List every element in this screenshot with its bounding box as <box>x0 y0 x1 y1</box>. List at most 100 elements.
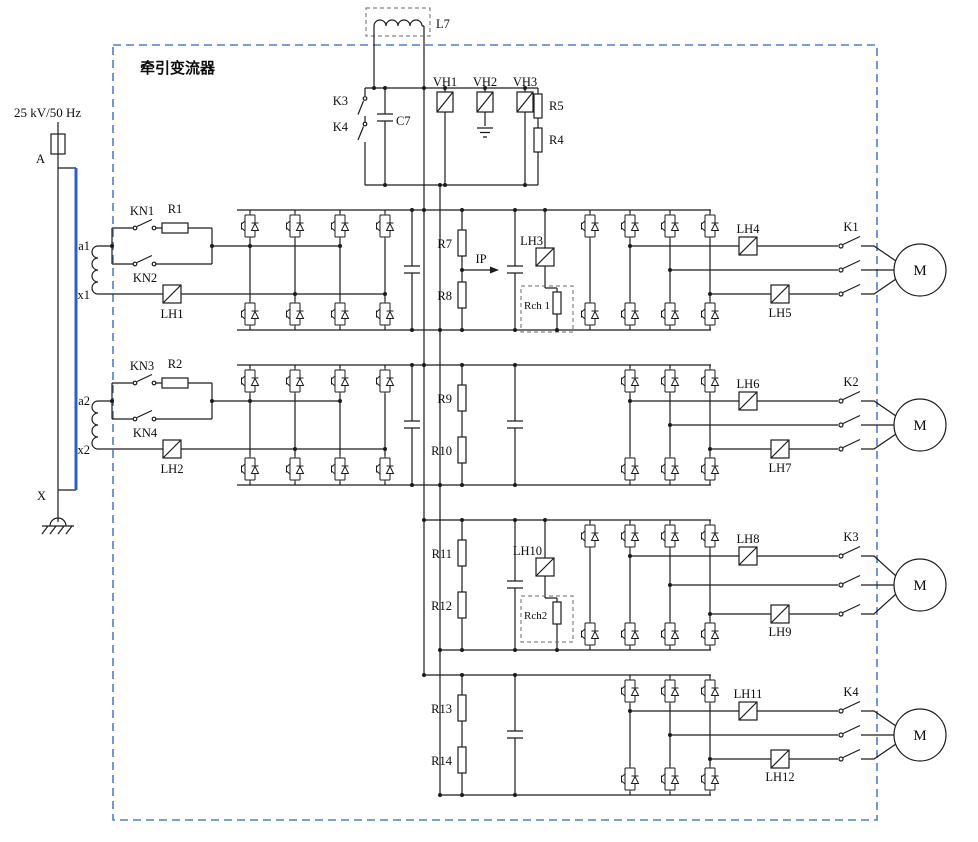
igbt-diode-icon <box>621 212 639 240</box>
label-r10: R10 <box>431 444 452 458</box>
junction-dot <box>293 447 297 451</box>
igbt-diode-icon <box>331 367 349 395</box>
junction-dot <box>443 86 447 90</box>
drive3-phase-lines <box>630 555 838 615</box>
junction-dot <box>555 328 559 332</box>
motor-1-icon <box>893 243 947 297</box>
label-motor-1: M <box>913 263 926 279</box>
igbt-diode-icon <box>621 522 639 550</box>
label-motor-2: M <box>913 418 926 434</box>
label-motor-3: M <box>913 578 926 594</box>
junction-dot <box>410 328 414 332</box>
label-fuse-a: A <box>36 152 45 166</box>
igbt-diode-icon <box>701 367 719 395</box>
label-c7: C7 <box>396 114 411 128</box>
k3-pivot <box>362 96 368 101</box>
label-x1: x1 <box>78 288 91 302</box>
winding2-leads <box>98 400 163 450</box>
sensor-lh11-slash <box>738 701 758 721</box>
resistor-r5 <box>533 93 543 119</box>
junction-dot <box>438 793 442 797</box>
sensor-lh8-slash <box>738 546 758 566</box>
winding1-leads <box>98 245 163 295</box>
junction-dot <box>443 183 447 187</box>
resistor-r1 <box>161 222 189 234</box>
junction-dot <box>543 518 547 522</box>
resistor-r7 <box>457 229 467 257</box>
junction-dot <box>438 328 442 332</box>
junction-dot <box>513 483 517 487</box>
label-supply: 25 kV/50 Hz <box>14 105 81 120</box>
junction-dot <box>248 399 252 403</box>
kn2-pivot <box>132 261 138 267</box>
junction-dot <box>628 244 632 248</box>
igbt-diode-icon <box>661 300 679 328</box>
igbt-diode-icon <box>331 300 349 328</box>
label-motor-4: M <box>913 728 926 744</box>
label-r1: R1 <box>168 202 183 216</box>
resistor-r14 <box>457 746 467 774</box>
label-kn1: KN1 <box>130 204 154 218</box>
igbt-diode-icon <box>286 212 304 240</box>
igbt-diode-icon <box>241 212 259 240</box>
label-lh4: LH4 <box>737 222 761 236</box>
labels: 牵引变流器 25 kV/50 Hz A X a1 x1 a2 x2 L7 K3 … <box>14 17 927 784</box>
label-kn2: KN2 <box>133 271 157 285</box>
label-kn3: KN3 <box>130 359 154 373</box>
k4-switch-icon <box>357 126 365 141</box>
junction-dot <box>422 518 426 522</box>
igbt-diode-icon <box>661 455 679 483</box>
igbt-diode-icon <box>661 620 679 648</box>
label-lh5: LH5 <box>769 306 792 320</box>
junction-dot <box>410 208 414 212</box>
junction-dot <box>513 518 517 522</box>
junction-dot <box>513 648 517 652</box>
label-r12: R12 <box>431 599 452 613</box>
junction-dot <box>460 363 464 367</box>
resistor-r4 <box>533 127 543 153</box>
junction-dot <box>422 208 426 212</box>
bridge-leg-wires <box>249 210 711 795</box>
igbt-diode-icon <box>331 455 349 483</box>
igbt-diode-icon <box>701 455 719 483</box>
junction-dot <box>543 208 547 212</box>
igbt-diode-icon <box>661 522 679 550</box>
igbt-diode-icon <box>661 212 679 240</box>
igbt-diode-icon <box>331 212 349 240</box>
resistor-r9 <box>457 384 467 412</box>
motor-4-icon <box>893 708 947 762</box>
dc-filter-section <box>357 7 543 185</box>
feed-wires <box>41 122 76 535</box>
junction-dot <box>248 244 252 248</box>
junction-dot <box>410 363 414 367</box>
l7-leads <box>373 25 424 88</box>
drive-2 <box>630 390 947 459</box>
label-k4: K4 <box>333 120 349 134</box>
drive-4 <box>630 700 947 769</box>
igbt-bridges <box>241 210 719 795</box>
junction-dot <box>383 292 387 296</box>
kn4-pivot <box>132 416 138 422</box>
contactor-k2 <box>838 390 897 452</box>
junction-dot <box>523 86 527 90</box>
junction-dot <box>708 757 712 761</box>
junction-dot <box>210 399 214 403</box>
junction-dot <box>210 244 214 248</box>
junction-dot <box>460 673 464 677</box>
label-r7: R7 <box>437 237 452 251</box>
label-node-x: X <box>37 489 46 503</box>
motor-3-icon <box>893 558 947 612</box>
junction-dot <box>523 183 527 187</box>
page-title: 牵引变流器 <box>140 59 216 77</box>
label-lh6: LH6 <box>737 377 760 391</box>
kn2-contact <box>151 261 157 267</box>
k3-switch-icon <box>357 100 365 115</box>
label-lh2: LH2 <box>161 462 184 476</box>
chopper2-wires <box>544 520 558 650</box>
label-x2: x2 <box>78 443 91 457</box>
label-r9: R9 <box>437 392 452 406</box>
junction-dot <box>410 483 414 487</box>
label-r4: R4 <box>549 133 564 147</box>
label-vh3: VH3 <box>513 75 537 89</box>
